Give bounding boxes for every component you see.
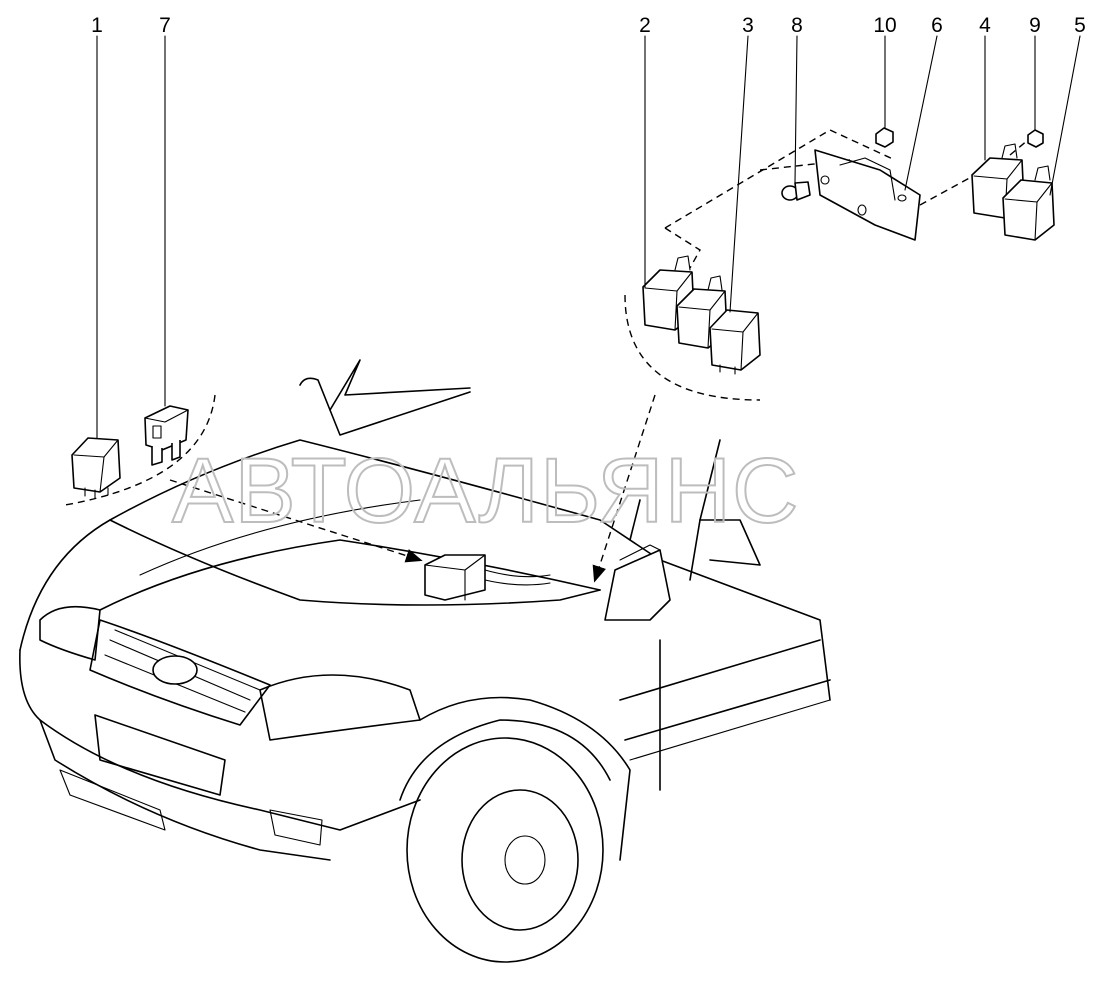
callout-5: 5 xyxy=(1074,14,1086,37)
relay-5 xyxy=(1002,165,1055,241)
bracket-assembly xyxy=(664,35,1081,269)
fuse-7 xyxy=(144,405,189,466)
wheel-rim xyxy=(461,789,579,931)
callout-9: 9 xyxy=(1029,14,1041,37)
side-mirror xyxy=(604,549,671,621)
left-parts-group xyxy=(64,35,423,563)
callout-8: 8 xyxy=(791,14,803,37)
leader-8 xyxy=(794,35,798,184)
nut-10 xyxy=(875,127,894,148)
arrow-to-box xyxy=(169,479,423,563)
callout-4: 4 xyxy=(979,14,991,37)
leader-5 xyxy=(1049,35,1081,196)
fastener-8 xyxy=(781,181,811,201)
nut-9 xyxy=(1027,129,1044,148)
vehicle-front xyxy=(19,359,831,963)
callout-labels: 1 7 2 3 8 10 6 4 9 5 xyxy=(91,14,1086,37)
bracket-6 xyxy=(814,149,921,241)
leader-3 xyxy=(729,35,749,313)
relay-3 xyxy=(709,309,761,375)
callout-1: 1 xyxy=(91,14,103,37)
emblem xyxy=(152,655,198,685)
callout-7: 7 xyxy=(159,14,171,37)
callout-10: 10 xyxy=(873,14,896,37)
relay-1 xyxy=(71,437,121,499)
front-wheel xyxy=(406,737,604,963)
callout-2: 2 xyxy=(639,14,651,37)
watermark: АВТОАЛЬЯНС xyxy=(172,440,800,542)
right-parts-group xyxy=(592,35,761,583)
group-boundary-right xyxy=(624,294,761,401)
group-boundary-left xyxy=(64,394,216,506)
callout-3: 3 xyxy=(742,14,754,37)
callout-6: 6 xyxy=(931,14,943,37)
leader-6 xyxy=(904,35,938,191)
arrow-to-mirror xyxy=(592,394,656,583)
